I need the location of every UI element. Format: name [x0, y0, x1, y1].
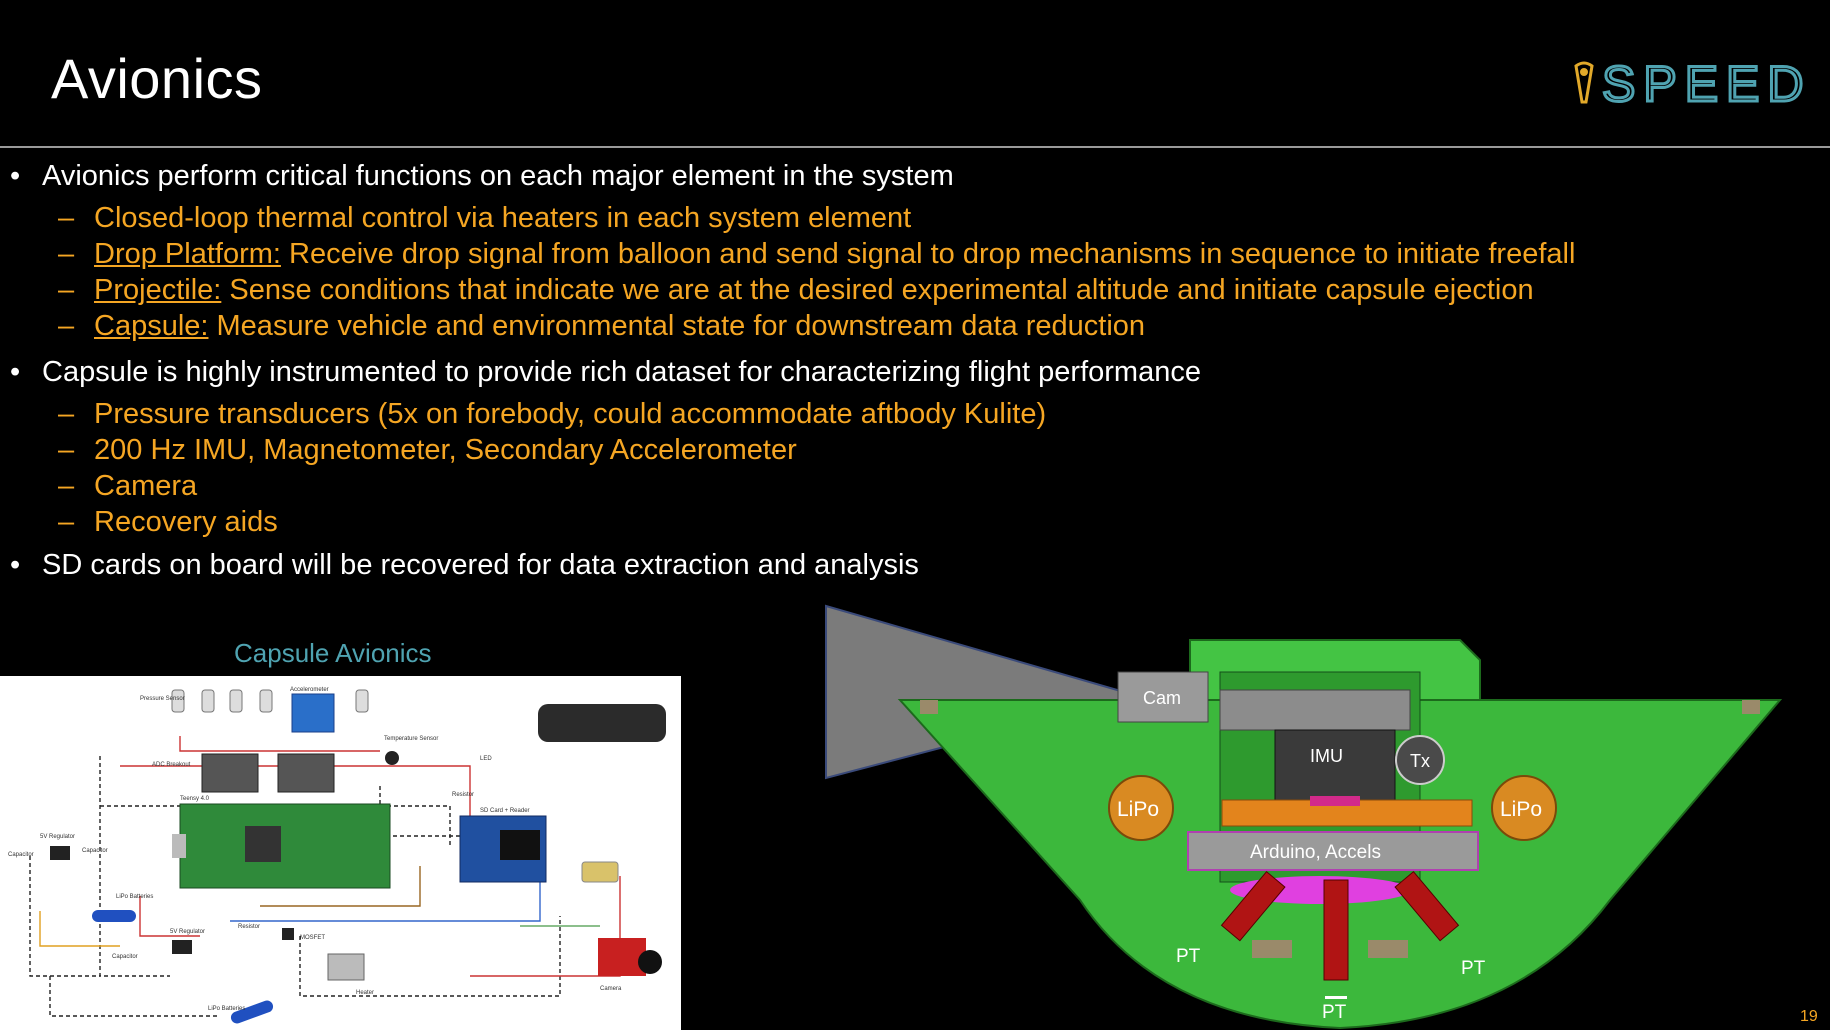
title-divider [0, 146, 1830, 148]
sub-bullet-1-1: –Closed-loop thermal control via heaters… [58, 202, 912, 234]
bullet-2-text: Capsule is highly instrumented to provid… [42, 356, 1201, 388]
usb-port [172, 834, 186, 858]
label-cam: Cam [1143, 688, 1181, 708]
lipo-battery-left [1108, 775, 1174, 841]
schematic-title: Capsule Avionics [234, 638, 432, 668]
label-led: LED [480, 756, 492, 762]
label-heater: Heater [356, 990, 374, 996]
page-number: 19 [1800, 1008, 1818, 1025]
lipo-battery-right [1491, 775, 1557, 841]
arduino-plate [1187, 831, 1479, 871]
bullet-3: •SD cards on board will be recovered for… [10, 549, 919, 581]
sub-bullet-label: Projectile: [94, 274, 222, 306]
heater [327, 953, 365, 981]
logo-text: SPEED [1602, 58, 1812, 108]
teensy-board [179, 803, 391, 889]
label-tx: Tx [1410, 751, 1430, 771]
avionics-schematic: Pressure Sensor Accelerometer Temperatur… [0, 676, 681, 1030]
imu-block [1274, 729, 1396, 803]
temperature-sensor [385, 751, 399, 765]
sub-bullet-label: Drop Platform: [94, 238, 281, 270]
label-resistor-2: Resistor [238, 924, 260, 930]
camera-housing [538, 704, 666, 742]
top-plate [1219, 689, 1411, 731]
label-imu: IMU [1310, 746, 1343, 766]
label-resistor-1: Resistor [452, 792, 474, 798]
sub-bullet-2-4: –Recovery aids [58, 506, 278, 538]
adc-breakout-1 [201, 753, 259, 793]
sub-bullet-text: 200 Hz IMU, Magnetometer, Secondary Acce… [94, 434, 797, 466]
sd-card [500, 830, 540, 860]
camera-board [598, 938, 646, 976]
label-pt-left: PT [1176, 946, 1201, 967]
camera-box [1117, 671, 1209, 723]
regulator-1 [50, 846, 70, 860]
pressure-sensors [171, 689, 369, 713]
sub-bullet-text: Receive drop signal from balloon and sen… [280, 238, 1576, 270]
mount-pad-bottom-left [1252, 940, 1292, 958]
sub-bullet-text: Measure vehicle and environmental state … [208, 310, 1146, 342]
label-pt-center: PT [1322, 1002, 1347, 1023]
pt-marker [1325, 996, 1347, 999]
pressure-transducer-right [1394, 870, 1460, 942]
sub-bullet-1-2: –Drop Platform: Receive drop signal from… [58, 238, 1576, 270]
capsule-cad-model: Cam IMU Tx LiPo LiPo Arduino, Accels PT … [825, 604, 1783, 1030]
bullet-3-text: SD cards on board will be recovered for … [42, 549, 919, 581]
label-regulator-2: 5V Regulator [170, 929, 205, 935]
camera-lens [638, 950, 662, 974]
mount-pad-left [920, 700, 938, 714]
tx-transmitter [1395, 735, 1445, 785]
label-temperature-sensor: Temperature Sensor [384, 736, 438, 742]
label-regulator-1: 5V Regulator [40, 834, 75, 840]
bullet-2: •Capsule is highly instrumented to provi… [10, 356, 1201, 388]
pressure-transducer-left [1220, 870, 1286, 942]
label-lipo-left: LiPo [1117, 798, 1159, 821]
slide-title: Avionics [51, 47, 263, 110]
sub-bullet-text: Recovery aids [94, 506, 278, 538]
bullet-1: •Avionics perform critical functions on … [10, 160, 954, 192]
label-pressure-sensor: Pressure Sensor [140, 696, 185, 702]
label-teensy: Teensy 4.0 [180, 796, 210, 802]
mosfet [282, 928, 294, 940]
label-accelerometer: Accelerometer [290, 687, 329, 693]
label-capacitor-1: Capacitor [8, 852, 34, 858]
regulator-2 [172, 940, 192, 954]
accelerometer-board [291, 693, 335, 733]
label-capacitor-2: Capacitor [82, 848, 108, 854]
teensy-chip [245, 826, 281, 862]
sub-bullet-2-2: –200 Hz IMU, Magnetometer, Secondary Acc… [58, 434, 797, 466]
logo-icon [1574, 61, 1594, 104]
label-camera: Camera [600, 986, 622, 992]
label-lipo-2: LiPo Batteries [208, 1006, 245, 1012]
sub-bullet-text: Sense conditions that indicate we are at… [221, 274, 1534, 306]
mount-pad-bottom-right [1368, 940, 1408, 958]
bullet-1-text: Avionics perform critical functions on e… [42, 160, 954, 192]
sub-bullet-text: Camera [94, 470, 198, 502]
label-pt-right: PT [1461, 958, 1486, 979]
magenta-connector [1310, 796, 1360, 806]
sub-bullet-2-1: –Pressure transducers (5x on forebody, c… [58, 398, 1047, 430]
sub-bullet-1-3: –Projectile: Sense conditions that indic… [58, 274, 1534, 306]
speed-logo: SPEED [1574, 58, 1812, 108]
adc-breakout-2 [277, 753, 335, 793]
sub-bullet-text: Closed-loop thermal control via heaters … [94, 202, 912, 234]
pressure-transducer-center [1323, 879, 1349, 981]
sub-bullet-1-4: –Capsule: Measure vehicle and environmen… [58, 310, 1146, 342]
sub-bullet-label: Capsule: [94, 310, 209, 342]
label-mosfet: MOSFET [300, 935, 325, 941]
label-adc-breakout: ADC Breakout [152, 762, 191, 768]
mount-pad-right [1742, 700, 1760, 714]
label-lipo-1: LiPo Batteries [116, 894, 153, 900]
label-arduino: Arduino, Accels [1250, 842, 1381, 863]
label-lipo-right: LiPo [1500, 798, 1542, 821]
lipo-battery-2 [230, 1000, 274, 1024]
sub-bullet-text: Pressure transducers (5x on forebody, co… [94, 398, 1047, 430]
label-sd-card: SD Card + Reader [480, 808, 530, 814]
label-capacitor-3: Capacitor [112, 954, 138, 960]
lipo-battery-1 [92, 910, 136, 922]
small-battery [581, 861, 619, 883]
sub-bullet-2-3: –Camera [58, 470, 198, 502]
